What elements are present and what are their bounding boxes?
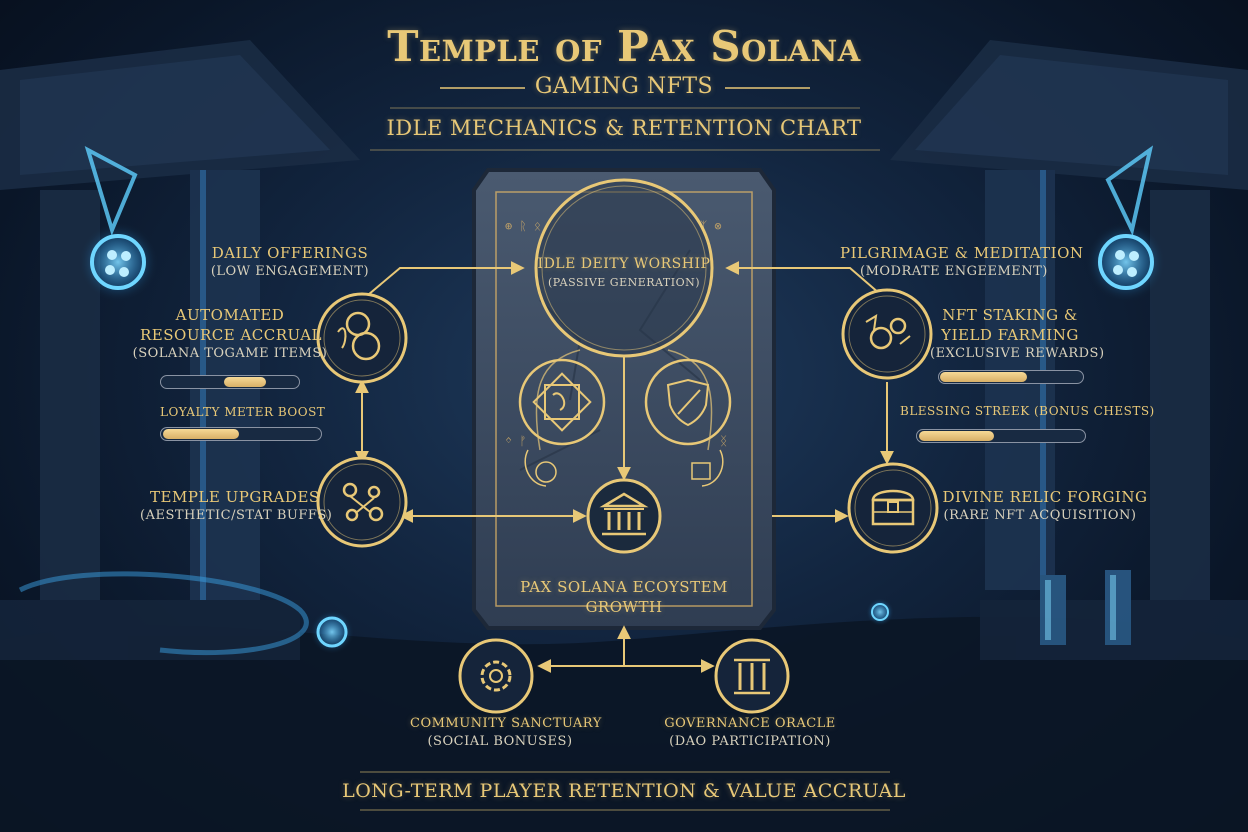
resource-accrual-bar	[160, 375, 300, 389]
pillars-icon	[714, 638, 790, 714]
blessing-streak-label: BLESSING STREEK (BONUS CHESTS)	[900, 404, 1155, 418]
footer-caption: LONG-TERM PLAYER RETENTION & VALUE ACCRU…	[342, 780, 906, 802]
ecosystem-label: PAX SOLANA ECOYSTEM	[520, 578, 728, 596]
pilgrimage-title: PILGRIMAGE & MEDITATION	[840, 244, 1084, 262]
staking-sub: (EXCLUSIVE REWARDS)	[930, 346, 1105, 361]
rune-glyph-icon	[310, 610, 354, 654]
page-title: Temple of Pax Solana	[387, 22, 861, 71]
automated-line1: AUTOMATED	[175, 306, 285, 324]
svg-text:⊕ ᚱ ᛟ: ⊕ ᚱ ᛟ	[505, 219, 541, 233]
rune-glyph-icon	[78, 145, 158, 302]
blessing-streak-bar-fill	[918, 431, 995, 441]
daily-offerings-title: DAILY OFFERINGS	[211, 244, 369, 262]
governance-title: GOVERNANCE ORACLE	[664, 716, 836, 731]
blessing-streak-bar	[916, 429, 1086, 443]
svg-text:ᛝ: ᛝ	[720, 434, 727, 448]
hub-title: IDLE DEITY WORSHIP	[537, 256, 711, 272]
governance-sub: (DAO PARTICIPATION)	[669, 734, 831, 749]
staking-line1: NFT STAKING &	[942, 306, 1078, 324]
meditation-icon	[841, 288, 933, 380]
staking-line2: YIELD FARMING	[941, 326, 1079, 344]
temple-upgrades-sub: (AESTHETIC/STAT BUFFS)	[140, 508, 333, 523]
resource-accrual-bar-fill	[224, 377, 266, 387]
relic-forging-title: DIVINE RELIC FORGING	[942, 488, 1148, 506]
tablet-corner-glyph	[524, 449, 724, 487]
rune-glyph-icon	[1086, 145, 1166, 302]
gear-icon	[458, 638, 534, 714]
pilgrimage-sub: (MODRATE ENGEEMENT)	[860, 264, 1048, 279]
temple-icon	[586, 478, 662, 554]
treasure-chest-icon	[847, 462, 939, 554]
page-subtitle: GAMING NFTS	[534, 74, 714, 99]
svg-text:ᛜ ᚠ: ᛜ ᚠ	[505, 434, 527, 448]
automated-sub: (SOLANA TOGAME ITEMS)	[132, 346, 328, 361]
chart-title: IDLE MECHANICS & RETENTION CHART	[386, 116, 862, 140]
hub-subtitle: (PASSIVE GENERATION)	[547, 276, 701, 289]
feather-shield-icon	[644, 358, 732, 446]
gear-network-icon	[316, 456, 408, 548]
svg-text:ᛉ ⊗: ᛉ ⊗	[700, 219, 722, 233]
right-temple-ruins	[890, 40, 1248, 660]
loyalty-meter-bar-fill	[162, 429, 240, 439]
ground	[0, 616, 1248, 832]
rune-glyph-icon	[866, 598, 894, 626]
community-sub: (SOCIAL BONUSES)	[427, 734, 573, 749]
relic-forging-sub: (RARE NFT ACQUISITION)	[943, 508, 1137, 523]
sun-glyph-icon	[518, 358, 606, 446]
staking-bar-fill	[940, 372, 1027, 382]
loyalty-meter-bar	[160, 427, 322, 441]
loyalty-meter-label: LOYALTY METER BOOST	[160, 405, 326, 419]
automated-line2: RESOURCE ACCRUAL	[140, 326, 323, 344]
ecosystem-label-line2: GROWTH	[585, 598, 663, 616]
glow-swirl	[18, 571, 309, 656]
daily-offerings-sub: (LOW ENGAGEMENT)	[210, 264, 370, 279]
temple-upgrades-title: TEMPLE UPGRADES	[150, 488, 320, 506]
coins-icon	[316, 292, 408, 384]
community-title: COMMUNITY SANCTUARY	[410, 716, 602, 731]
flow-arrows	[355, 261, 894, 673]
staking-bar	[938, 370, 1084, 384]
